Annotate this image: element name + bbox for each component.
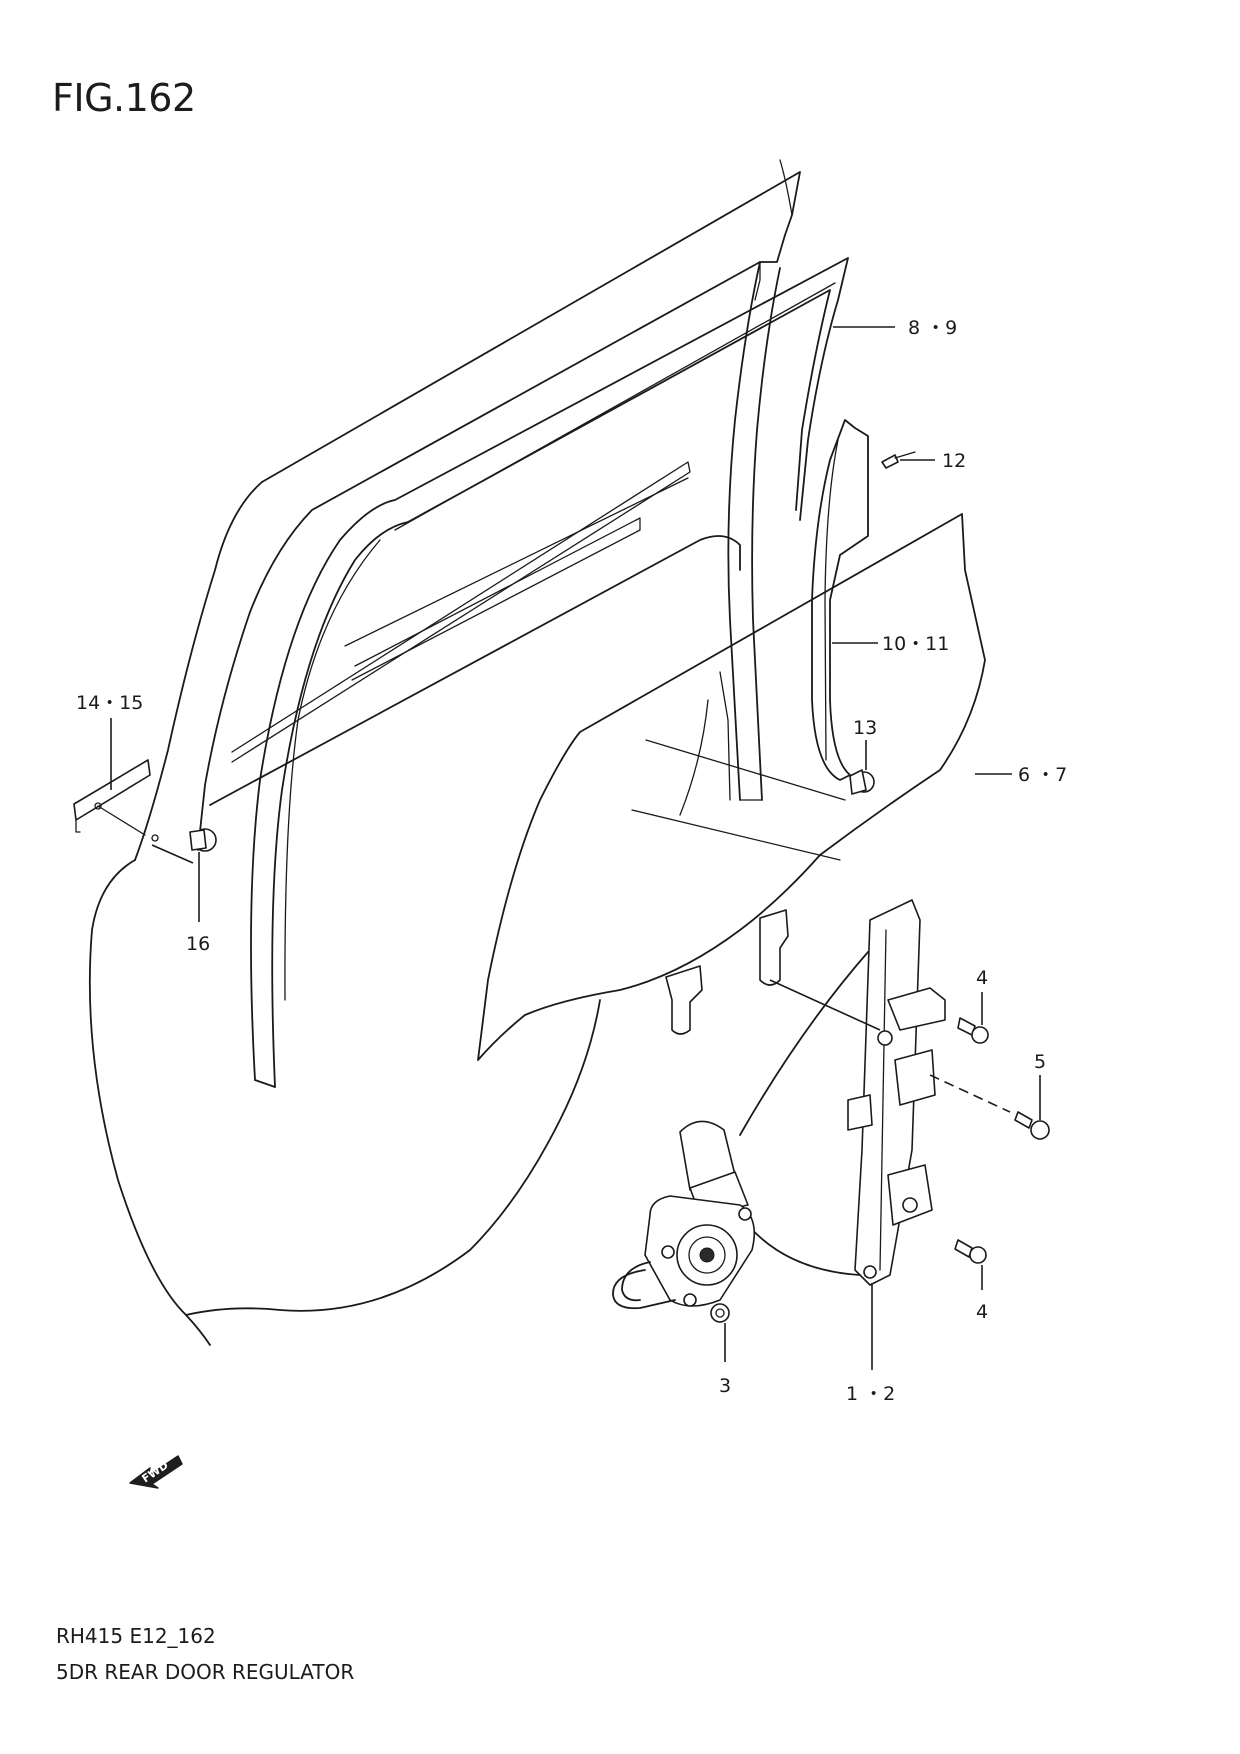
- door-panel: [88, 159, 801, 1346]
- callout-5: 5: [1034, 1051, 1046, 1073]
- clip-16: [189, 828, 217, 852]
- division-bar: [811, 419, 869, 781]
- callout-6-7: 6 ・7: [1018, 764, 1067, 786]
- callout-4-bottom: 4: [976, 1301, 988, 1323]
- callout-1-2: 1 ・2: [846, 1383, 895, 1405]
- callout-16: 16: [186, 933, 210, 955]
- window-regulator: [739, 899, 946, 1286]
- door-glass: [477, 513, 986, 1061]
- bolt-4-bottom: [954, 1239, 987, 1264]
- callout-4-top: 4: [976, 967, 988, 989]
- leader-lines: [110, 326, 1041, 1370]
- rear-run-channel: [727, 261, 781, 801]
- callout-3: 3: [719, 1375, 731, 1397]
- callout-8-9: 8 ・9: [908, 317, 957, 339]
- callout-12: 12: [942, 450, 966, 472]
- figure-code: RH415 E12_162: [56, 1624, 216, 1648]
- regulator-motor: [612, 1120, 756, 1310]
- bolt-4-top: [957, 1017, 989, 1044]
- callout-10-11: 10・11: [882, 633, 949, 655]
- nut-3: [710, 1303, 730, 1323]
- figure-title: FIG.162: [52, 76, 196, 120]
- callout-13: 13: [853, 717, 877, 739]
- bolt-5: [1014, 1111, 1050, 1140]
- fwd-direction-badge: FWD: [129, 1455, 183, 1489]
- clip-13: [849, 769, 875, 795]
- glass-brackets: [665, 909, 789, 1035]
- belt-moulding: [209, 461, 741, 806]
- bracket-14-15: [73, 759, 159, 842]
- callout-labels: 8 ・9 12 10・11 13 6 ・7 14・15 16 4 5 4 3 1…: [76, 317, 1067, 1405]
- figure-description: 5DR REAR DOOR REGULATOR: [56, 1660, 355, 1684]
- screw-12: [881, 451, 916, 469]
- door-sash-channel: [250, 257, 849, 1088]
- callout-14-15: 14・15: [76, 692, 143, 714]
